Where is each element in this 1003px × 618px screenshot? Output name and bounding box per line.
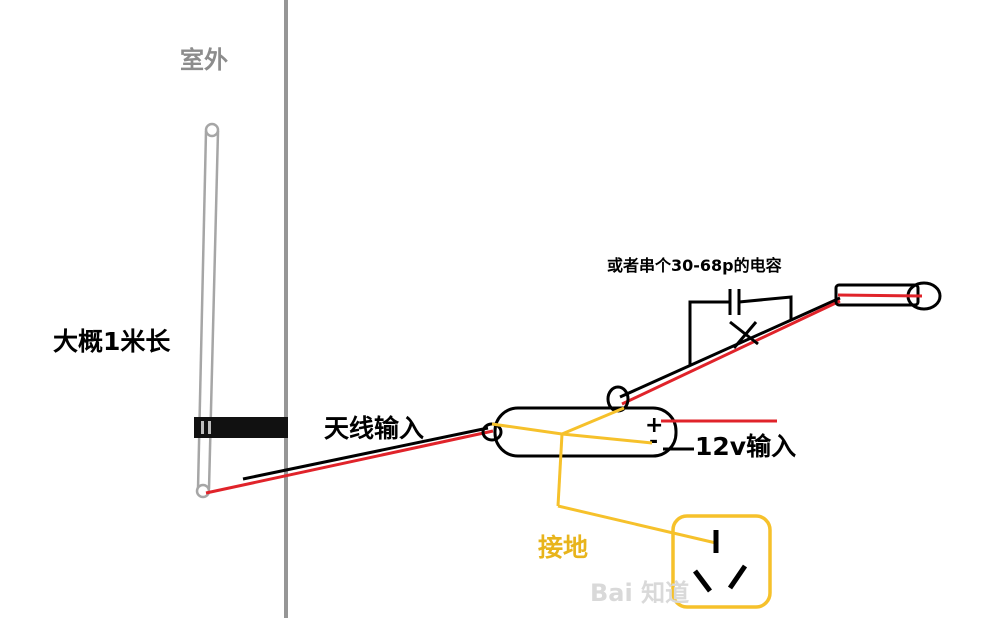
output-connector — [834, 281, 942, 311]
output-cable — [606, 296, 841, 413]
power-input-label: 12v输入 — [695, 432, 796, 461]
ground-label: 接地 — [538, 533, 588, 562]
plus-terminal: + — [645, 413, 663, 438]
outdoor-label: 室外 — [180, 46, 228, 74]
antenna-input-label: 天线输入 — [324, 414, 424, 443]
ground-wiring — [491, 406, 717, 545]
capacitor-branch — [688, 289, 793, 366]
antenna-length-label: 大概1米长 — [53, 327, 171, 356]
antenna-rod — [195, 122, 220, 499]
antenna-feed-cable — [205, 426, 494, 495]
wall-mount-clamp — [194, 417, 288, 438]
minus-terminal: - — [649, 429, 658, 454]
power-socket-icon — [671, 514, 772, 609]
capacitor-note-label: 或者串个30-68p的电容 — [607, 256, 782, 275]
power-input-wires — [661, 419, 777, 451]
baidu-watermark: Bai 知道 — [590, 579, 689, 607]
